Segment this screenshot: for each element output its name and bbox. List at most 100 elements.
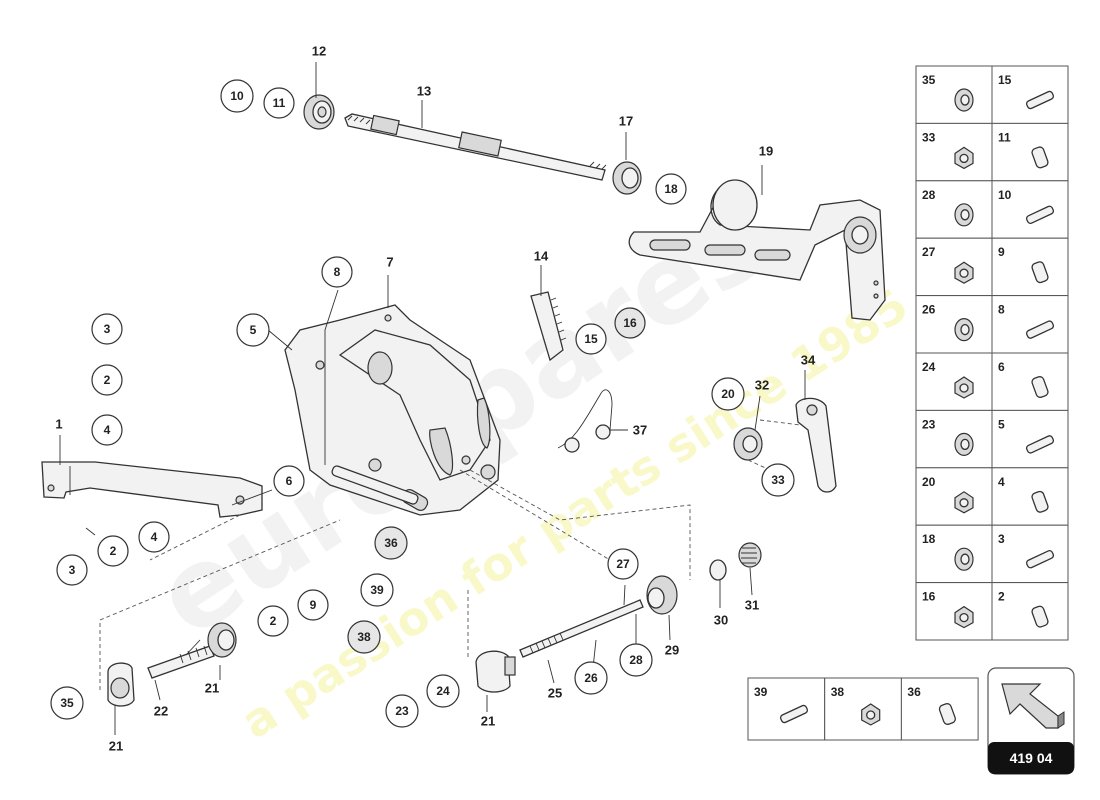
- bearing-part-12: [303, 94, 335, 130]
- svg-text:2: 2: [270, 614, 277, 628]
- callout-33: 33: [761, 463, 795, 497]
- callout-8: 8: [321, 256, 353, 288]
- legend-cell-16: 16: [915, 582, 993, 641]
- label-7: 7: [386, 255, 393, 270]
- legend-cell-label: 39: [754, 685, 768, 699]
- legend-cell-5: 5: [991, 409, 1069, 469]
- callouts: 12 13 17 19 7 14 1 32 34 37 21 22 21 21 …: [50, 44, 816, 754]
- callout-10: 10: [220, 79, 254, 113]
- callout-26: 26: [574, 661, 608, 695]
- legend-cell-35: 35: [915, 65, 993, 124]
- callout-15: 15: [575, 323, 607, 355]
- legend-cell-23: 23: [915, 409, 993, 469]
- sleeve-part-30: [709, 559, 727, 581]
- label-29: 29: [665, 643, 679, 658]
- legend-cell-label: 15: [998, 73, 1012, 87]
- label-21-mid: 21: [205, 681, 219, 696]
- pin-part-22: [147, 645, 215, 679]
- callout-4-top: 4: [91, 414, 123, 446]
- callout-18: 18: [655, 173, 687, 205]
- legend-cell-label: 9: [998, 245, 1005, 259]
- callout-3-bottom: 3: [56, 554, 88, 586]
- bushing-part-32: [733, 427, 763, 461]
- callout-27: 27: [607, 548, 639, 580]
- label-12: 12: [312, 44, 326, 59]
- svg-text:33: 33: [771, 473, 785, 487]
- callout-2-top: 2: [91, 364, 123, 396]
- svg-text:10: 10: [230, 89, 244, 103]
- svg-text:8: 8: [334, 265, 341, 279]
- legend-cell-label: 10: [998, 188, 1012, 202]
- legend-cell-label: 16: [922, 590, 936, 604]
- svg-text:28: 28: [629, 653, 643, 667]
- legend-cell-label: 18: [922, 532, 936, 546]
- svg-text:3: 3: [69, 563, 76, 577]
- legend-cell-36: 36: [900, 677, 979, 741]
- callout-9: 9: [297, 589, 329, 621]
- svg-text:9: 9: [310, 598, 317, 612]
- callout-20: 20: [711, 377, 745, 411]
- part-drawings: [41, 62, 886, 735]
- callout-11: 11: [263, 87, 295, 119]
- svg-text:27: 27: [616, 557, 630, 571]
- label-34: 34: [801, 353, 816, 368]
- svg-text:39: 39: [370, 583, 384, 597]
- legend-cell-8: 8: [991, 295, 1069, 354]
- svg-text:4: 4: [151, 530, 158, 544]
- legend-cell-18: 18: [915, 524, 993, 584]
- legend-cell-10: 10: [991, 180, 1069, 239]
- legend-cell-33: 33: [915, 122, 993, 182]
- svg-text:35: 35: [60, 696, 74, 710]
- threaded-rod-part-25: [519, 599, 644, 658]
- label-32: 32: [755, 378, 769, 393]
- arrow-icon: [1001, 683, 1065, 729]
- callout-2-lower: 2: [257, 605, 289, 637]
- svg-text:2: 2: [110, 544, 117, 558]
- bolt-part-21-left: [107, 662, 135, 707]
- legend-cell-27: 27: [915, 237, 993, 297]
- legend-cell-label: 36: [907, 685, 921, 699]
- svg-text:24: 24: [436, 684, 450, 698]
- legend-cell-label: 24: [922, 360, 936, 374]
- legend-cell-label: 6: [998, 360, 1005, 374]
- callout-38: 38: [347, 620, 381, 654]
- legend-cell-label: 11: [998, 130, 1011, 144]
- pedal-arm-part-1: [41, 461, 263, 518]
- legend-cell-label: 3: [998, 532, 1005, 546]
- lever-part-34: [795, 397, 837, 493]
- legend-cell-28: 28: [915, 180, 993, 239]
- legend-cell-label: 27: [922, 245, 936, 259]
- svg-text:3: 3: [104, 322, 111, 336]
- legend-cell-label: 33: [922, 130, 936, 144]
- spring-part-31: [738, 542, 762, 568]
- label-19: 19: [759, 144, 773, 159]
- callout-35: 35: [50, 686, 84, 720]
- svg-text:15: 15: [584, 332, 598, 346]
- diagram-code-box[interactable]: 419 04: [987, 667, 1075, 775]
- legend-cell-2: 2: [991, 582, 1069, 641]
- label-22: 22: [154, 704, 168, 719]
- svg-text:4: 4: [104, 423, 111, 437]
- callout-4-bottom: 4: [138, 521, 170, 553]
- callout-23: 23: [385, 694, 419, 728]
- label-17: 17: [619, 114, 633, 129]
- svg-text:26: 26: [584, 671, 598, 685]
- legend-cell-label: 4: [998, 475, 1005, 489]
- svg-text:16: 16: [623, 316, 637, 330]
- callout-2-bottom: 2: [97, 535, 129, 567]
- legend-cell-4: 4: [991, 467, 1069, 526]
- legend-table-bottom: 39 38 36: [747, 677, 979, 741]
- legend-cell-9: 9: [991, 237, 1069, 297]
- legend-cell-3: 3: [991, 524, 1069, 584]
- bolt-part-21-center: [475, 650, 516, 693]
- legend-cell-39: 39: [747, 677, 826, 741]
- bolt-part-21-mid: [207, 622, 237, 658]
- legend-cell-label: 23: [922, 417, 936, 431]
- svg-text:18: 18: [664, 182, 678, 196]
- legend-cell-38: 38: [824, 677, 902, 741]
- legend-cell-label: 28: [922, 188, 936, 202]
- legend-cell-label: 2: [998, 590, 1005, 604]
- label-13: 13: [417, 84, 431, 99]
- legend-cell-label: 26: [922, 303, 936, 317]
